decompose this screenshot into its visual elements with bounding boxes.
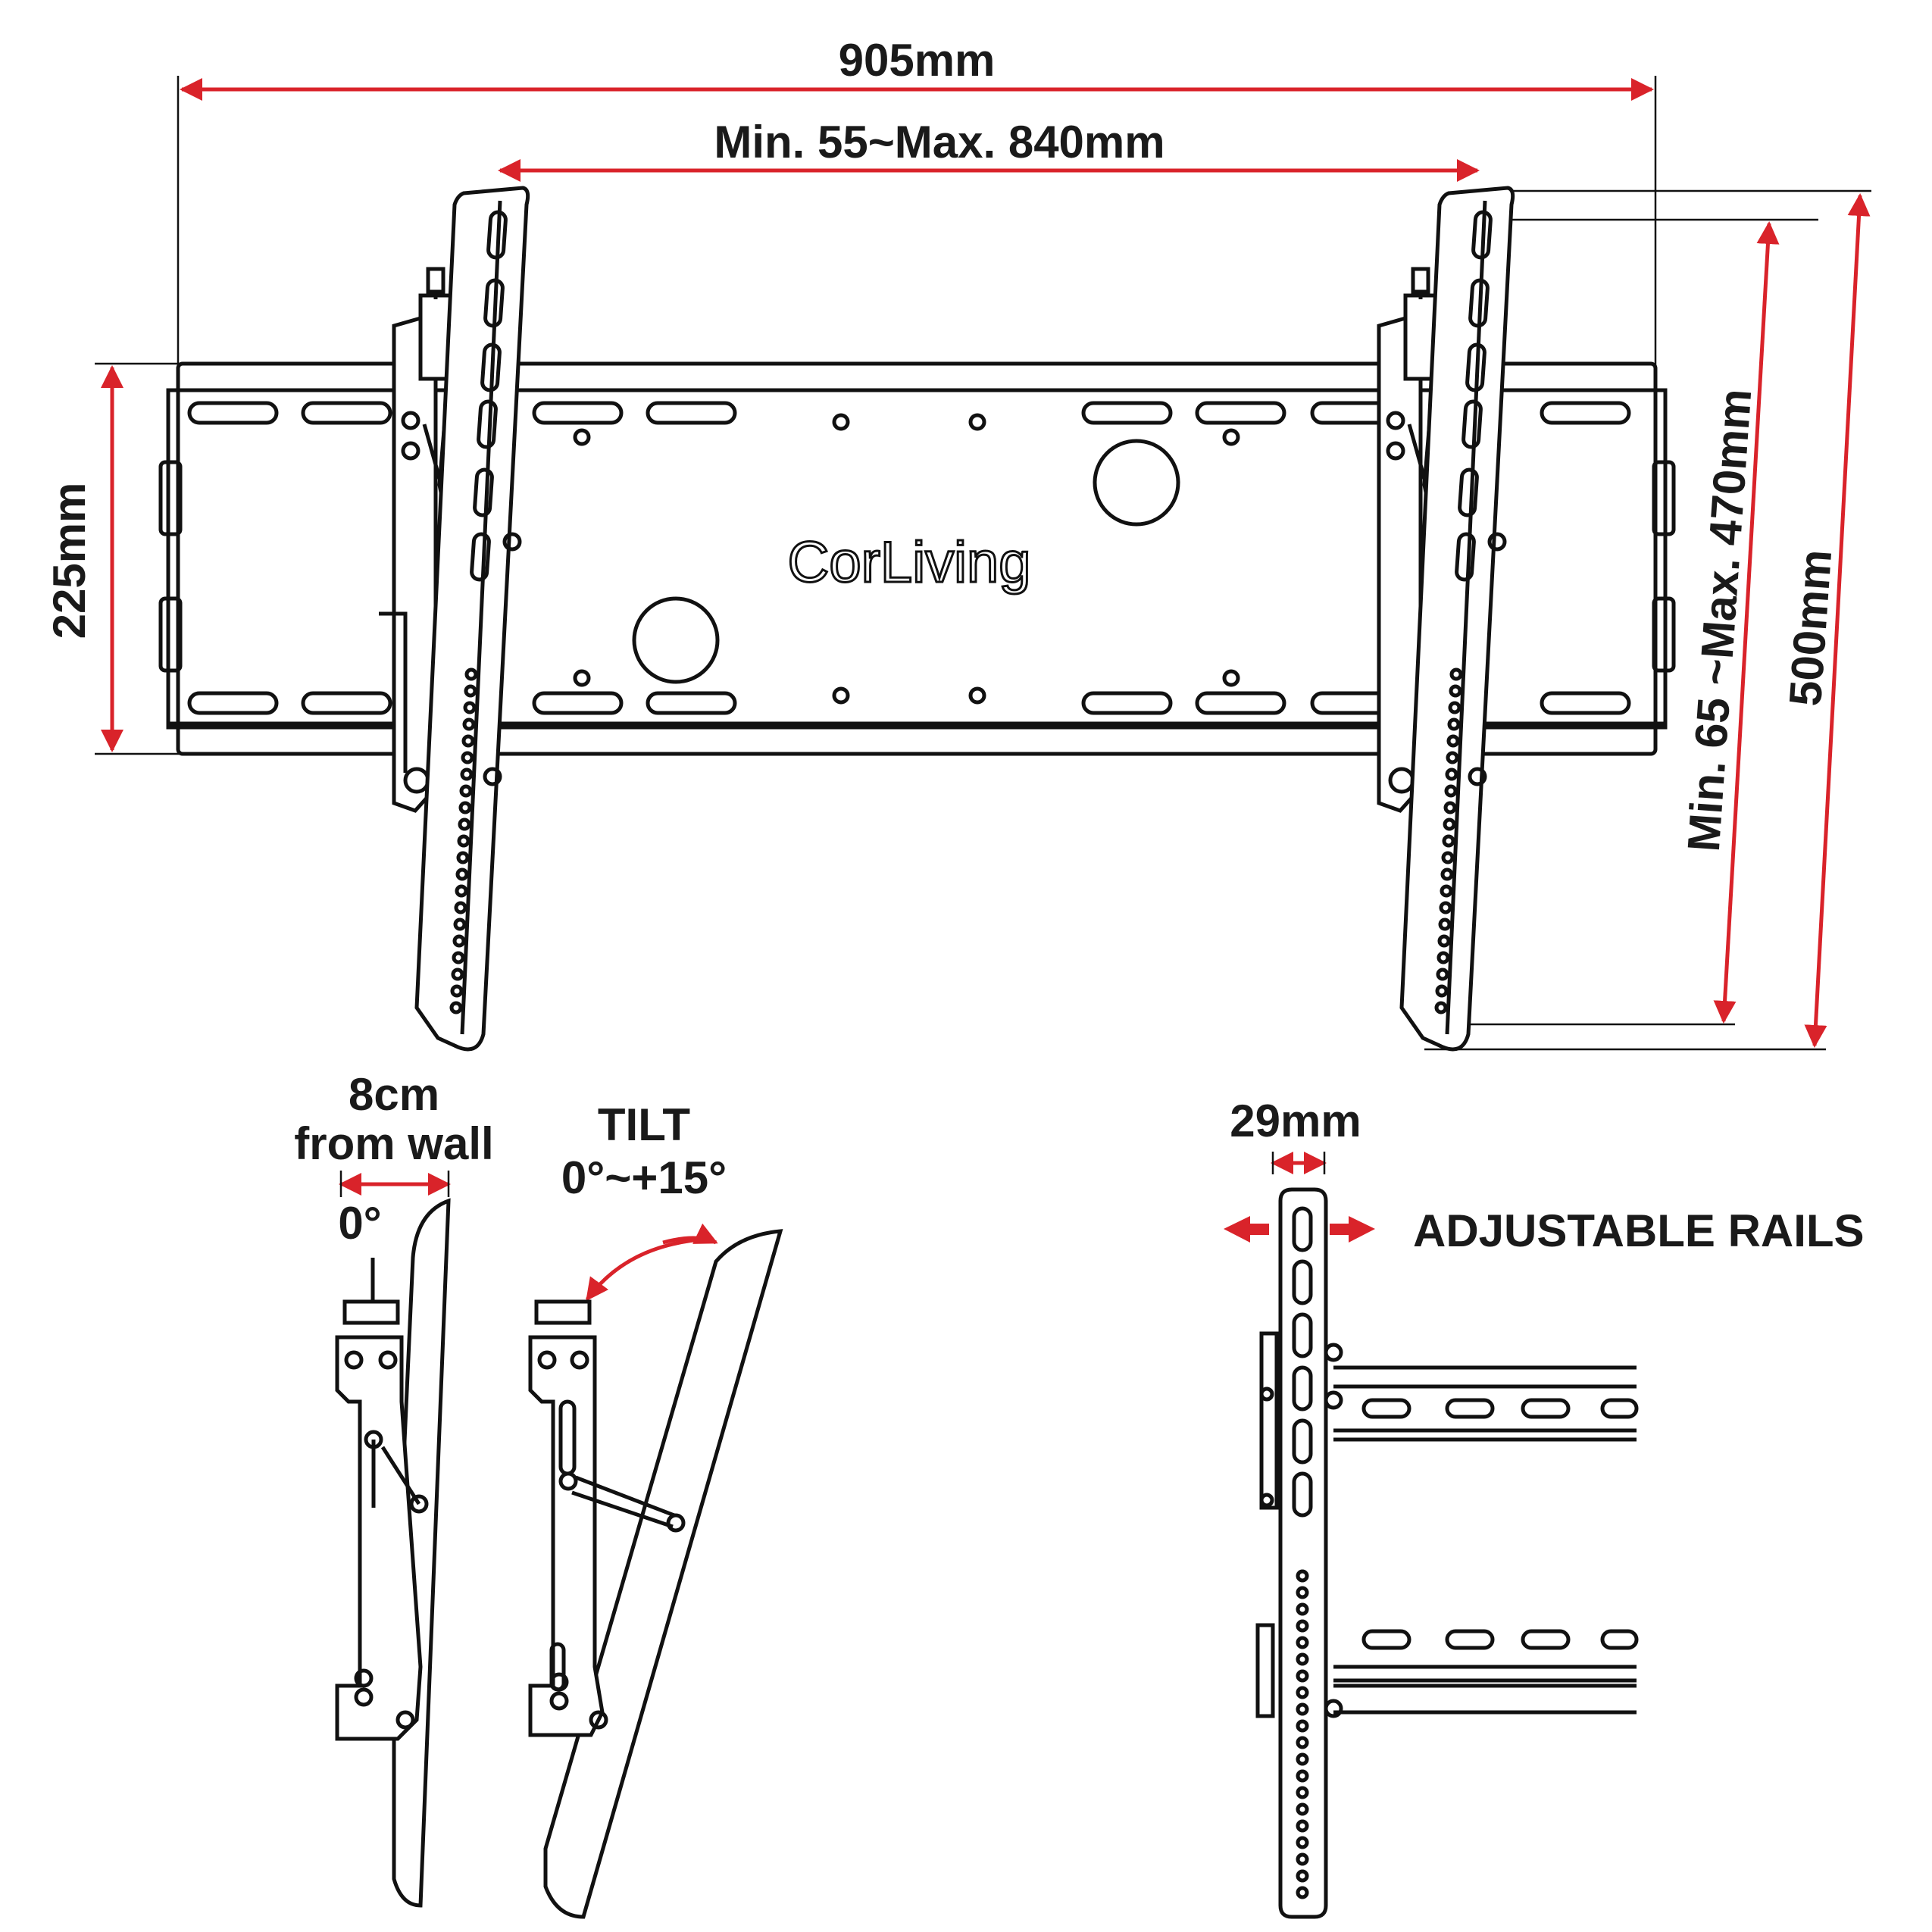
plate-height-label: 225mm bbox=[44, 483, 95, 639]
angle-label: 0° bbox=[338, 1198, 381, 1249]
distance-label-line2: from wall bbox=[294, 1118, 493, 1169]
horizontal-rail-top bbox=[1333, 1365, 1639, 1442]
dimension-rail-length: 500mm bbox=[1780, 193, 1871, 1048]
vesa-horizontal-label: Min. 55~Max. 840mm bbox=[714, 117, 1165, 167]
horizontal-rail-bottom bbox=[1333, 1629, 1639, 1715]
cable-hole bbox=[1093, 439, 1180, 527]
distance-label-line1: 8cm bbox=[349, 1069, 439, 1120]
overall-width-label: 905mm bbox=[839, 35, 996, 86]
front-view: CorLiving bbox=[44, 35, 1871, 1052]
right-vertical-rail bbox=[1399, 186, 1515, 1052]
rail-length-label: 500mm bbox=[1780, 548, 1841, 708]
dimension-vesa-horizontal: Min. 55~Max. 840mm bbox=[498, 117, 1480, 182]
vertical-rail bbox=[1278, 1187, 1328, 1919]
tilt-range: 0°~+15° bbox=[561, 1152, 727, 1203]
tilted-tv-panel bbox=[543, 1229, 783, 1919]
adjustable-rails-view: 29mm ADJUSTABLE RAILS bbox=[1224, 1096, 1865, 1919]
cable-hole bbox=[632, 596, 720, 684]
wall-plate: CorLiving bbox=[158, 361, 1676, 756]
plate-slots-bottom bbox=[187, 691, 1631, 715]
side-view-tilt: TILT 0°~+15° bbox=[528, 1099, 783, 1919]
left-vertical-rail bbox=[414, 186, 530, 1052]
dimension-plate-height: 225mm bbox=[44, 365, 123, 752]
dimension-vesa-vertical: Min. 65 ~Max. 470mm bbox=[1678, 221, 1780, 1024]
move-right-arrow bbox=[1330, 1216, 1375, 1243]
move-left-arrow bbox=[1224, 1216, 1269, 1243]
brand-logo: CorLiving bbox=[787, 530, 1030, 595]
adjustable-rails-label: ADJUSTABLE RAILS bbox=[1413, 1205, 1865, 1256]
tilt-arrow bbox=[585, 1236, 713, 1302]
tilt-title: TILT bbox=[598, 1099, 690, 1150]
dimension-overall-width: 905mm bbox=[180, 35, 1654, 101]
plate-holes bbox=[573, 413, 1240, 705]
vesa-vertical-label: Min. 65 ~Max. 470mm bbox=[1678, 387, 1762, 853]
rail-width-label: 29mm bbox=[1230, 1096, 1361, 1146]
plate-slots-top bbox=[187, 401, 1631, 425]
side-view-flat: 8cm from wall 0° bbox=[294, 1069, 494, 1908]
